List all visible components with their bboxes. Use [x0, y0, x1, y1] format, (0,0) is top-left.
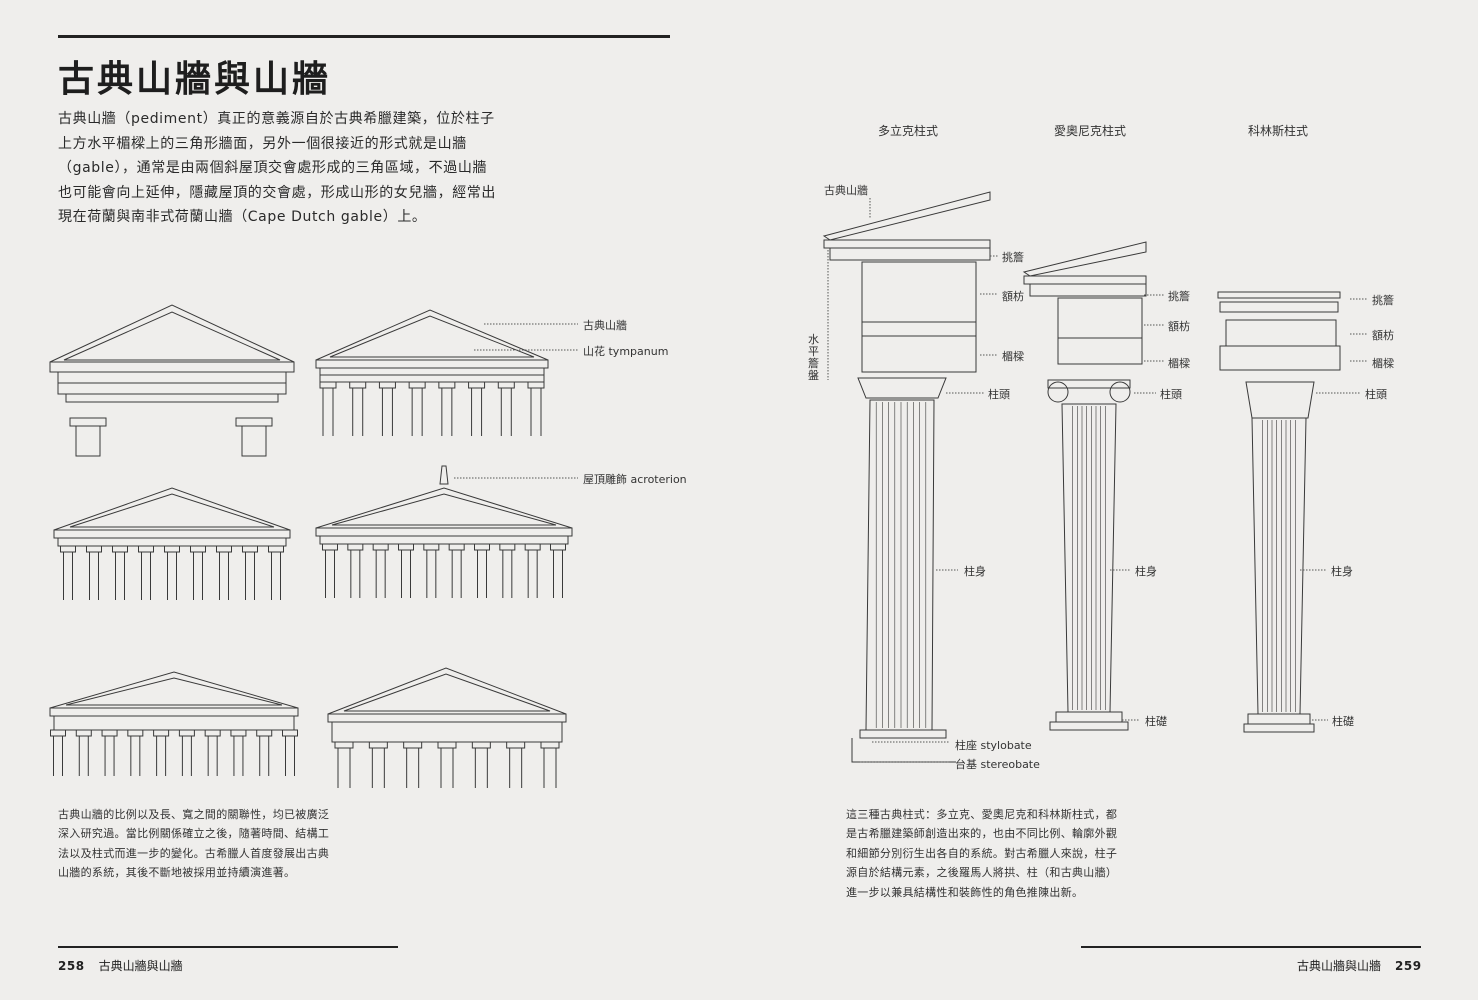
doric-label-frieze: 額枋 [1002, 290, 1024, 303]
ionic-flutes [1072, 406, 1106, 710]
doric-label-cornice: 挑簷 [1002, 251, 1024, 264]
doric-order-drawing [822, 191, 991, 763]
footer-rule-left [58, 946, 398, 948]
header-ionic: 愛奧尼克柱式 [1054, 124, 1127, 138]
ionic-label-cornice: 挑簷 [1168, 290, 1190, 303]
corinthian-label-shaft: 柱身 [1331, 565, 1353, 578]
label-pediment: 古典山牆 [583, 319, 627, 332]
corinthian-label-frieze: 額枋 [1372, 329, 1394, 342]
folio-right: 古典山牆與山牆 259 [1297, 957, 1422, 974]
page-number-right: 259 [1395, 959, 1422, 973]
page-title: 古典山牆與山牆 [58, 59, 332, 100]
column-row-5 [50, 729, 298, 776]
ionic-label-architrave: 楣樑 [1168, 357, 1190, 370]
pediment-drawing-3 [53, 487, 291, 547]
corinthian-label-capital: 柱頭 [1365, 388, 1387, 401]
ionic-label-base: 柱礎 [1145, 715, 1167, 728]
doric-label-architrave: 楣樑 [1002, 350, 1024, 363]
pediment-drawing-2 [315, 309, 549, 383]
intro-paragraph: 古典山牆（pediment）真正的意義源自於古典希臘建築，位於柱子上方水平楣樑上… [58, 111, 496, 225]
corinthian-flutes [1262, 420, 1296, 712]
page-number-left: 258 [58, 959, 85, 973]
doric-label-pediment: 古典山牆 [824, 184, 868, 197]
corinthian-label-cornice: 挑簷 [1372, 294, 1394, 307]
ionic-label-shaft: 柱身 [1135, 565, 1157, 578]
corinthian-label-base: 柱礎 [1332, 715, 1354, 728]
folio-left: 258 古典山牆與山牆 [58, 957, 183, 974]
doric-label-stereobate: 台基 stereobate [955, 758, 1040, 771]
label-tympanum: 山花 tympanum [583, 345, 669, 358]
doric-label-stylobate: 柱座 stylobate [955, 739, 1032, 752]
left-caption: 古典山牆的比例以及長、寬之間的關聯性，均已被廣泛深入研究過。當比例關係確立之後，… [58, 808, 330, 880]
right-caption: 這三種古典柱式：多立克、愛奧尼克和科林斯柱式，都是古希臘建築師創造出來的，也由不… [846, 808, 1118, 899]
header-doric: 多立克柱式 [878, 124, 939, 138]
top-rule-left [58, 35, 670, 38]
doric-label-shaft: 柱身 [964, 565, 986, 578]
pediment-drawing-4 [315, 465, 573, 545]
pediment-drawing-5 [49, 671, 299, 731]
corinthian-label-architrave: 楣樑 [1372, 357, 1394, 370]
ionic-label-frieze: 額枋 [1168, 320, 1190, 333]
doric-label-entablature: 水平簷盤 [808, 333, 819, 382]
label-acroterion: 屋頂雕飾 acroterion [583, 473, 687, 486]
ionic-label-capital: 柱頭 [1160, 388, 1182, 401]
footer-rule-right [1081, 946, 1421, 948]
corinthian-order-drawing [1217, 291, 1341, 733]
column-row-2 [319, 381, 545, 436]
column-row-6 [334, 741, 560, 788]
pediment-drawing-1 [49, 304, 295, 457]
ionic-order-drawing [1022, 241, 1147, 731]
column-row-4 [322, 543, 566, 598]
header-corinthian: 科林斯柱式 [1248, 124, 1309, 138]
running-title-right: 古典山牆與山牆 [1297, 959, 1382, 973]
pediment-drawing-6 [327, 667, 567, 743]
running-title-left: 古典山牆與山牆 [98, 959, 183, 973]
column-row-3 [60, 545, 284, 600]
doric-flutes [875, 402, 927, 728]
doric-label-capital: 柱頭 [988, 388, 1010, 401]
